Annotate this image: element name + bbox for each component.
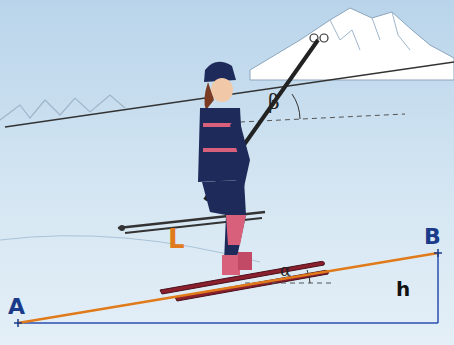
point-label: B <box>424 226 441 248</box>
point-label: A <box>8 296 25 318</box>
pole-basket <box>119 225 125 231</box>
boot <box>222 255 240 275</box>
point-mark <box>14 319 22 327</box>
boot <box>238 252 252 270</box>
slope-line <box>18 253 438 323</box>
jacket-stripe <box>203 148 242 152</box>
snow-contour <box>0 236 260 262</box>
height-line <box>437 253 439 323</box>
angle-label: α <box>280 263 291 279</box>
length-label: L <box>168 226 185 252</box>
mountain-ridges <box>330 12 410 50</box>
angle-arc <box>292 94 300 119</box>
pulley <box>320 34 328 42</box>
height-label: h <box>396 279 410 299</box>
base-line <box>18 322 438 324</box>
hair <box>204 82 214 110</box>
legs <box>202 180 246 262</box>
angle-label: β <box>268 92 280 112</box>
mountain <box>250 8 454 80</box>
knee-patch <box>226 215 246 245</box>
distant-hills <box>0 95 125 120</box>
angle-arc <box>307 270 310 283</box>
face <box>211 78 233 102</box>
point-mark <box>434 249 442 257</box>
